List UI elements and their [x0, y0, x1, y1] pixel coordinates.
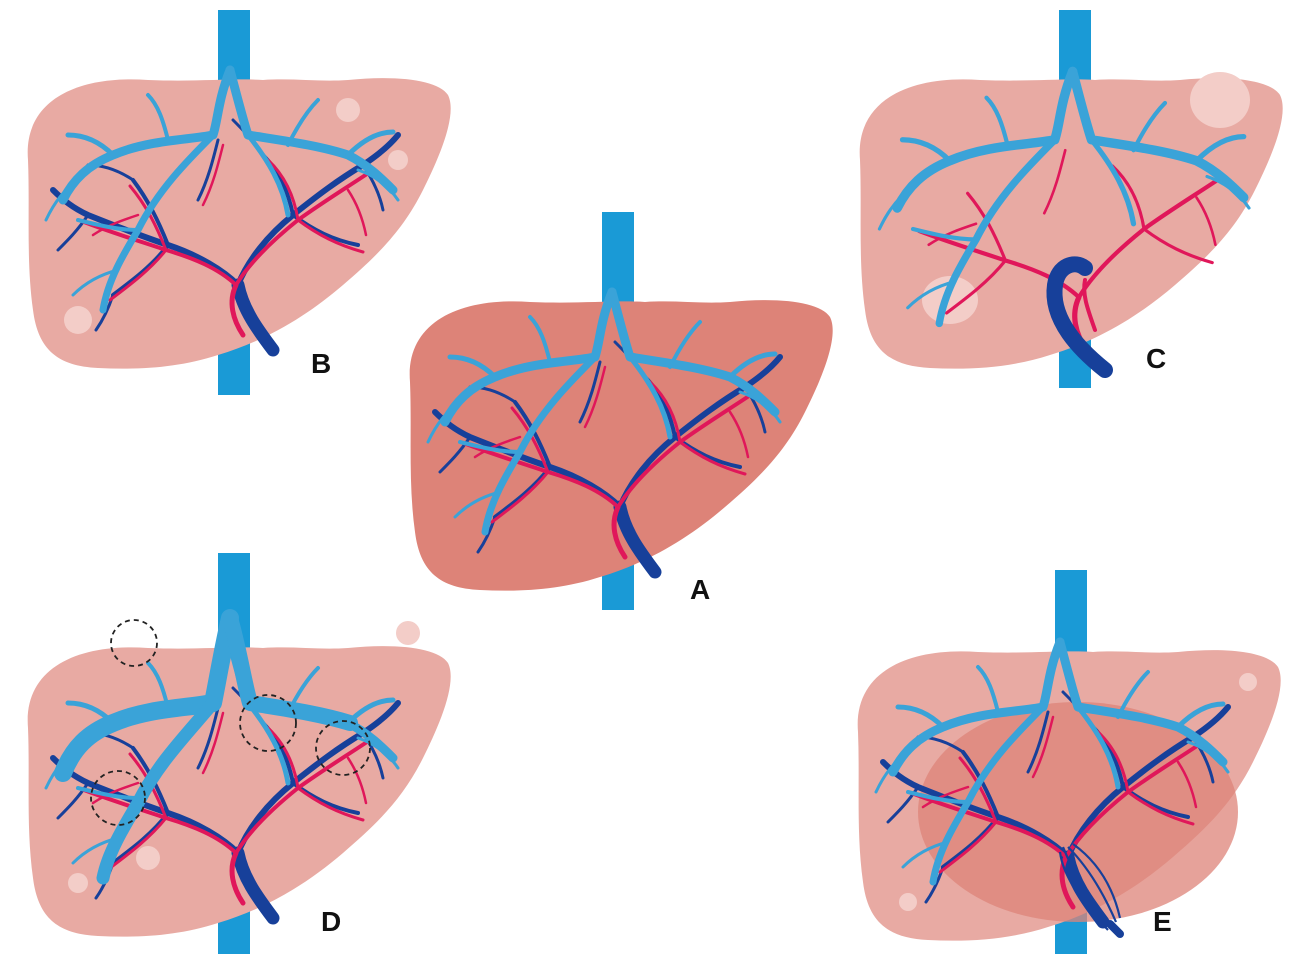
highlight-spot: [396, 621, 420, 645]
panel-label-a: A: [690, 576, 710, 604]
panel-b-diagram: [28, 10, 451, 395]
highlight-spot: [1239, 673, 1257, 691]
panel-label-c: C: [1146, 345, 1166, 373]
panel-d-diagram: [28, 553, 451, 954]
highlight-spot: [388, 150, 408, 170]
highlight-spot: [1190, 72, 1250, 128]
panel-c-diagram: [860, 10, 1283, 388]
highlight-spot: [336, 98, 360, 122]
highlight-spot: [899, 893, 917, 911]
panel-a-diagram: [410, 212, 833, 610]
panel-e-diagram: [858, 570, 1281, 954]
highlight-spot: [136, 846, 160, 870]
panel-label-e: E: [1153, 908, 1172, 936]
panel-label-b: B: [311, 350, 331, 378]
highlight-spot: [64, 306, 92, 334]
panel-label-d: D: [321, 908, 341, 936]
highlight-spot: [68, 873, 88, 893]
